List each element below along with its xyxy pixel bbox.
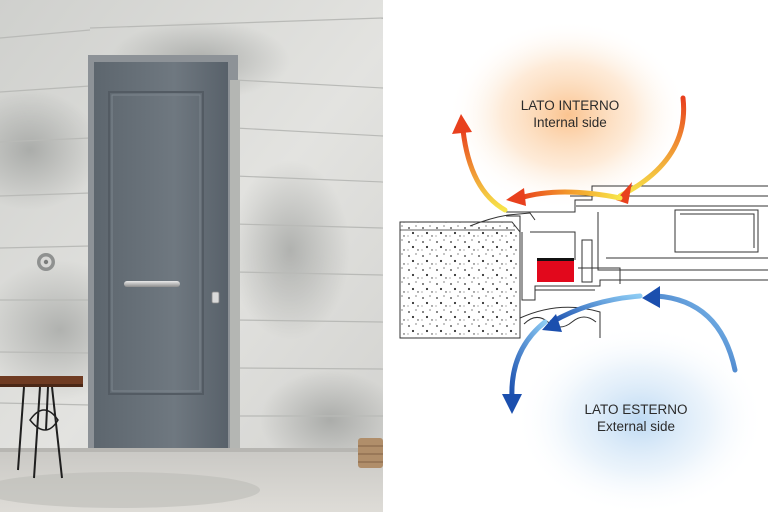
cool-arrow-curve [653, 293, 738, 373]
warm-arrow-left-curve [517, 189, 623, 201]
door-frame-reveal [230, 80, 240, 450]
doorbell-icon [37, 253, 55, 271]
warm-arrow-up-curve [460, 127, 508, 213]
door-panel [108, 91, 204, 395]
thermal-seal [537, 260, 574, 282]
external-airflow-arrows [502, 286, 738, 414]
cool-arrow-head-top [642, 286, 660, 308]
concrete-slab [399, 221, 521, 339]
cool-arrow-head-mid [542, 314, 562, 332]
external-side-subtitle: External side [596, 419, 676, 434]
door-lock-icon [211, 291, 220, 304]
wall-panel-lines [0, 17, 383, 417]
wooden-bench [0, 376, 83, 479]
door-handle-icon [124, 281, 180, 287]
threshold-cross-section-diagram [399, 20, 768, 512]
warm-arrow-curve [617, 95, 687, 199]
internal-warm-glow [448, 20, 688, 210]
external-cool-glow [515, 325, 765, 512]
external-side-title: LATO ESTERNO [584, 402, 688, 417]
warm-arrow-head-mid [506, 188, 526, 206]
door-photo [0, 0, 383, 512]
cool-arrow-down-curve [509, 319, 548, 401]
internal-side-label: LATO INTERNO Internal side [500, 97, 640, 131]
wicker-basket [358, 438, 383, 468]
door-leaf [94, 62, 228, 448]
internal-side-subtitle: Internal side [533, 115, 607, 130]
internal-airflow-arrows [452, 95, 687, 213]
internal-side-title: LATO INTERNO [520, 98, 620, 113]
cool-arrow-head-down [502, 394, 522, 414]
external-side-label: LATO ESTERNO External side [566, 401, 706, 435]
cool-arrow-mid-curve [549, 293, 643, 325]
warm-arrow-head-up [452, 114, 472, 134]
